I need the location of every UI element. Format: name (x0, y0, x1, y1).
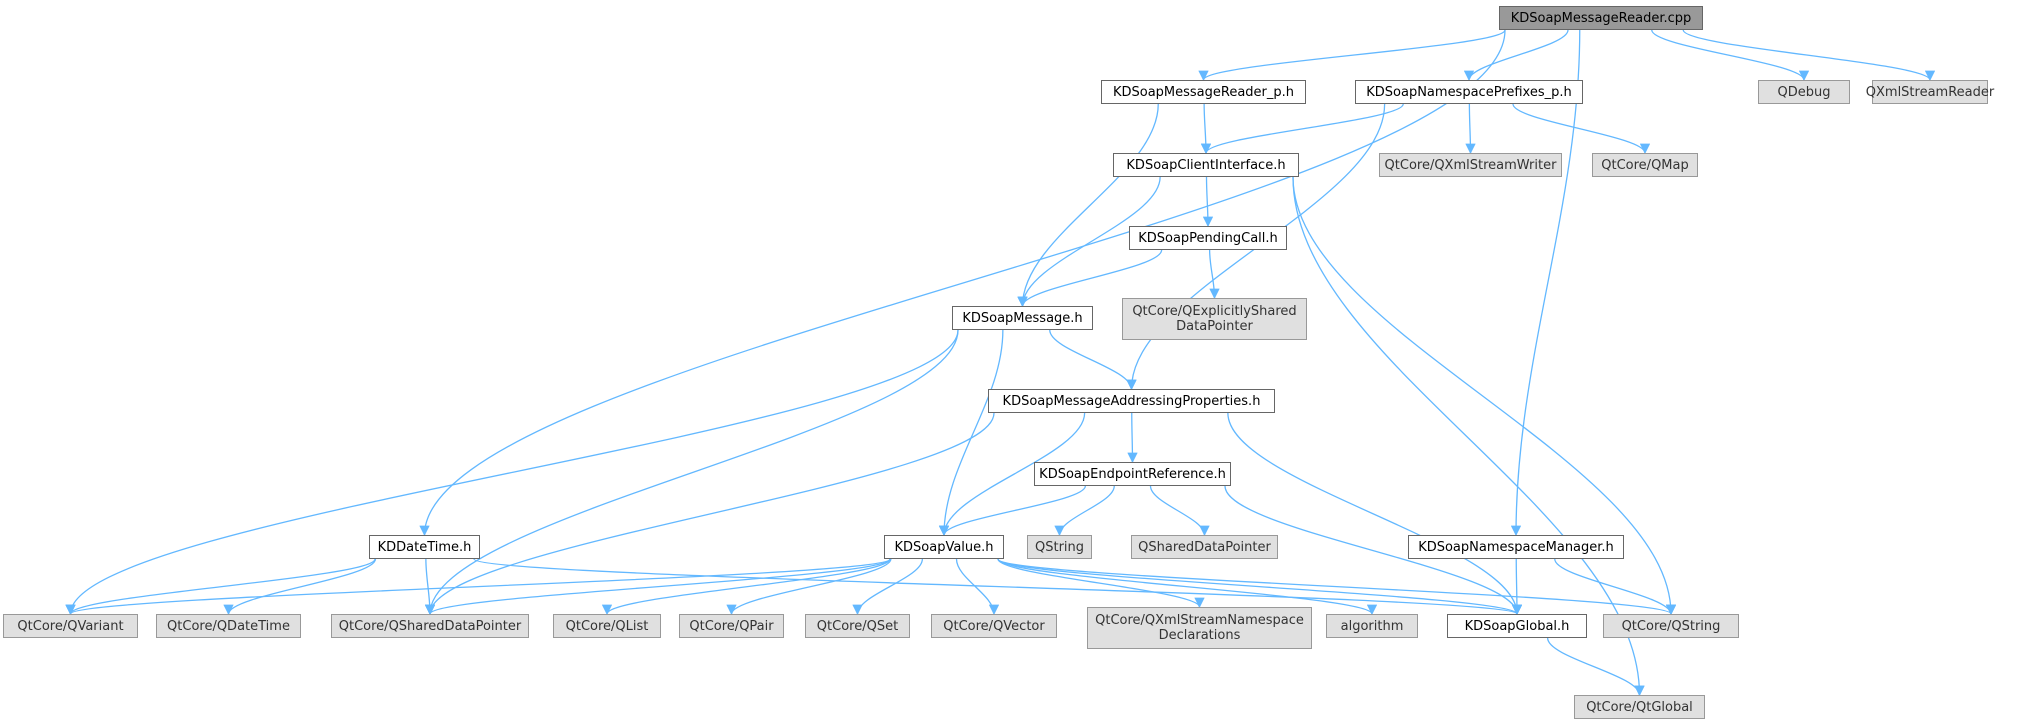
edge-n14-to-n21 (601, 558, 891, 616)
node-qtcore-qvector: QtCore/QVector (931, 614, 1057, 638)
node-kdsoapglobal-h[interactable]: KDSoapGlobal.h (1447, 614, 1587, 638)
edge-n14-to-n28 (997, 558, 1676, 616)
edge-n13-to-n20 (424, 558, 436, 616)
edge-n10-to-n14 (938, 329, 1004, 537)
node-qtcore-qxmlstreamwriter: QtCore/QXmlStreamWriter (1379, 153, 1562, 177)
node-kdsoappendingcall-h[interactable]: KDSoapPendingCall.h (1129, 226, 1287, 250)
edge-n13-to-n18 (65, 558, 376, 616)
edge-n11-to-n12 (1127, 412, 1138, 464)
edge-n0-to-n13 (419, 29, 1506, 537)
edge-n14-to-n18 (65, 558, 891, 616)
node-kdsoapendpointreference-h[interactable]: KDSoapEndpointReference.h (1034, 462, 1231, 486)
edge-n11-to-n20 (424, 412, 995, 616)
edge-n13-to-n27 (473, 558, 1522, 616)
edge-n8-to-n10 (1017, 249, 1163, 308)
node-qtcore-qmap: QtCore/QMap (1592, 153, 1698, 177)
node-qtcore-qvariant: QtCore/QVariant (3, 614, 138, 638)
edge-n5-to-n8 (1202, 176, 1214, 228)
edge-n5-to-n28 (1292, 176, 1677, 616)
node-qdebug: QDebug (1758, 80, 1850, 104)
edge-n0-to-n4 (1682, 29, 1936, 82)
node-qstring: QString (1027, 535, 1092, 559)
edge-n11-to-n14 (938, 412, 1086, 537)
node-kdsoapnamespacemanager-h[interactable]: KDSoapNamespaceManager.h (1408, 535, 1624, 559)
edge-n2-to-n7 (1512, 103, 1651, 155)
node-qtcore-qlist: QtCore/QList (553, 614, 661, 638)
edge-n10-to-n11 (1049, 329, 1137, 391)
node-kddatetime-h[interactable]: KDDateTime.h (369, 535, 480, 559)
edge-n1-to-n10 (1017, 103, 1159, 308)
node-kdsoapvalue-h[interactable]: KDSoapValue.h (884, 535, 1004, 559)
node-qshareddatapointer: QSharedDataPointer (1131, 535, 1278, 559)
node-qtcore-qexplicitlyshared-datapointer: QtCore/QExplicitlyShared DataPointer (1122, 298, 1307, 340)
edge-n0-to-n17 (1510, 29, 1581, 537)
node-kdsoapmessagereader-cpp[interactable]: KDSoapMessageReader.cpp (1499, 6, 1703, 30)
edge-n14-to-n25 (997, 558, 1205, 609)
edge-n5-to-n10 (1017, 176, 1161, 308)
edge-n17-to-n28 (1554, 558, 1677, 616)
node-qtcore-qxmlstreamnamespace-declarations: QtCore/QXmlStreamNamespace Declarations (1087, 607, 1312, 649)
node-kdsoapmessagereader-p-h[interactable]: KDSoapMessageReader_p.h (1101, 80, 1306, 104)
node-kdsoapmessageaddressingproperties-h[interactable]: KDSoapMessageAddressingProperties.h (988, 389, 1275, 413)
edge-n0-to-n3 (1651, 29, 1810, 82)
node-qtcore-qtglobal: QtCore/QtGlobal (1574, 695, 1705, 719)
edge-n1-to-n5 (1200, 103, 1212, 155)
edge-n12-to-n14 (938, 485, 1087, 537)
edge-n14-to-n23 (852, 558, 924, 616)
node-qtcore-qdatetime: QtCore/QDateTime (156, 614, 301, 638)
edge-n10-to-n18 (65, 329, 959, 616)
node-qtcore-qpair: QtCore/QPair (679, 614, 784, 638)
edge-n10-to-n20 (424, 329, 959, 616)
edge-n14-to-n20 (425, 558, 891, 616)
edge-n8-to-n9 (1208, 249, 1220, 300)
edge-n2-to-n6 (1465, 103, 1476, 155)
node-algorithm: algorithm (1326, 614, 1418, 638)
edge-n14-to-n26 (997, 558, 1378, 616)
edge-n12-to-n15 (1054, 485, 1115, 537)
edge-n14-to-n27 (997, 558, 1522, 616)
node-qtcore-qset: QtCore/QSet (805, 614, 910, 638)
edge-n2-to-n5 (1200, 103, 1404, 155)
node-qtcore-qstring: QtCore/QString (1603, 614, 1739, 638)
edge-n0-to-n1 (1198, 29, 1506, 82)
edge-n14-to-n22 (726, 558, 892, 616)
edge-n0-to-n2 (1463, 29, 1569, 82)
node-kdsoapmessage-h[interactable]: KDSoapMessage.h (952, 306, 1093, 330)
edge-n12-to-n16 (1149, 485, 1210, 537)
edge-n17-to-n27 (1511, 558, 1523, 616)
edge-n11-to-n27 (1227, 412, 1523, 616)
node-kdsoapclientinterface-h[interactable]: KDSoapClientInterface.h (1113, 153, 1299, 177)
node-qxmlstreamreader: QXmlStreamReader (1866, 80, 1994, 104)
edge-n14-to-n24 (955, 558, 1000, 616)
edge-n27-to-n29 (1546, 637, 1645, 697)
node-qtcore-qshareddatapointer: QtCore/QSharedDataPointer (331, 614, 529, 638)
node-kdsoapnamespaceprefixes-p-h[interactable]: KDSoapNamespacePrefixes_p.h (1355, 80, 1583, 104)
edge-n13-to-n19 (223, 558, 377, 616)
